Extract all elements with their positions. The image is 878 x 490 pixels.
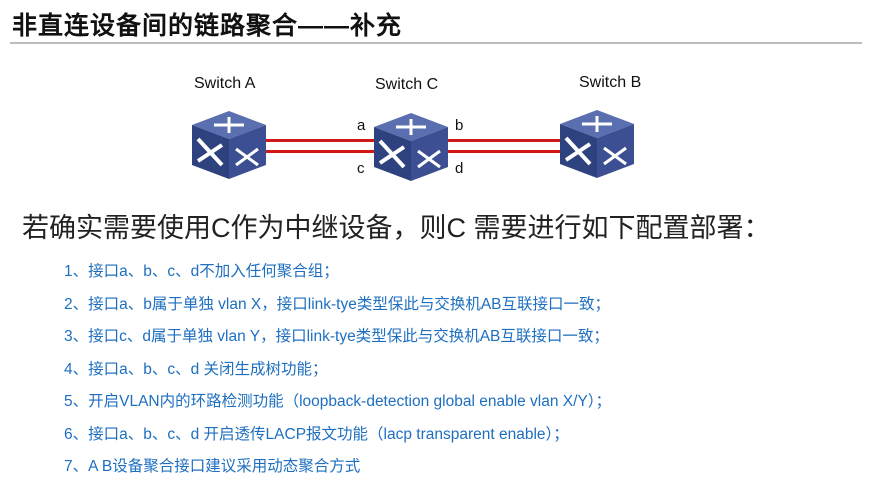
switch-b-label: Switch B	[579, 74, 642, 91]
switch-a-label: Switch A	[194, 75, 256, 92]
slide-title: 非直连设备间的链路聚合——补充	[12, 12, 403, 40]
list-item: 3、接口c、d属于单独 vlan Y，接口link-tye类型保此与交换机AB互…	[64, 328, 609, 345]
list-item: 2、接口a、b属于单独 vlan X，接口link-tye类型保此与交换机AB互…	[64, 295, 611, 313]
switch-c-label: Switch C	[375, 76, 439, 93]
switch-b-icon	[560, 110, 634, 178]
link-a	[262, 139, 378, 142]
port-a-label: a	[357, 117, 366, 134]
list-item: 4、接口a、b、c、d 关闭生成树功能；	[64, 360, 328, 378]
title-divider	[10, 42, 862, 44]
list-item: 7、A B设备聚合接口建议采用动态聚合方式	[64, 458, 361, 475]
switch-a-icon	[192, 111, 266, 179]
port-d-label: d	[455, 160, 464, 177]
link-c	[262, 150, 378, 153]
link-b	[444, 139, 564, 142]
section-heading: 若确实需要使用C作为中继设备，则C 需要进行如下配置部署：	[22, 213, 771, 243]
list-item: 6、接口a、b、c、d 开启透传LACP报文功能（lacp transparen…	[64, 425, 569, 443]
switch-c-icon	[374, 113, 448, 181]
port-c-label: c	[357, 160, 365, 177]
link-d	[444, 150, 564, 153]
list-item: 1、接口a、b、c、d不加入任何聚合组；	[64, 263, 339, 280]
port-b-label: b	[455, 117, 464, 134]
list-item: 5、开启VLAN内的环路检测功能（loopback-detection glob…	[64, 393, 612, 410]
config-steps-list: 1、接口a、b、c、d不加入任何聚合组； 2、接口a、b属于单独 vlan X，…	[64, 262, 611, 490]
